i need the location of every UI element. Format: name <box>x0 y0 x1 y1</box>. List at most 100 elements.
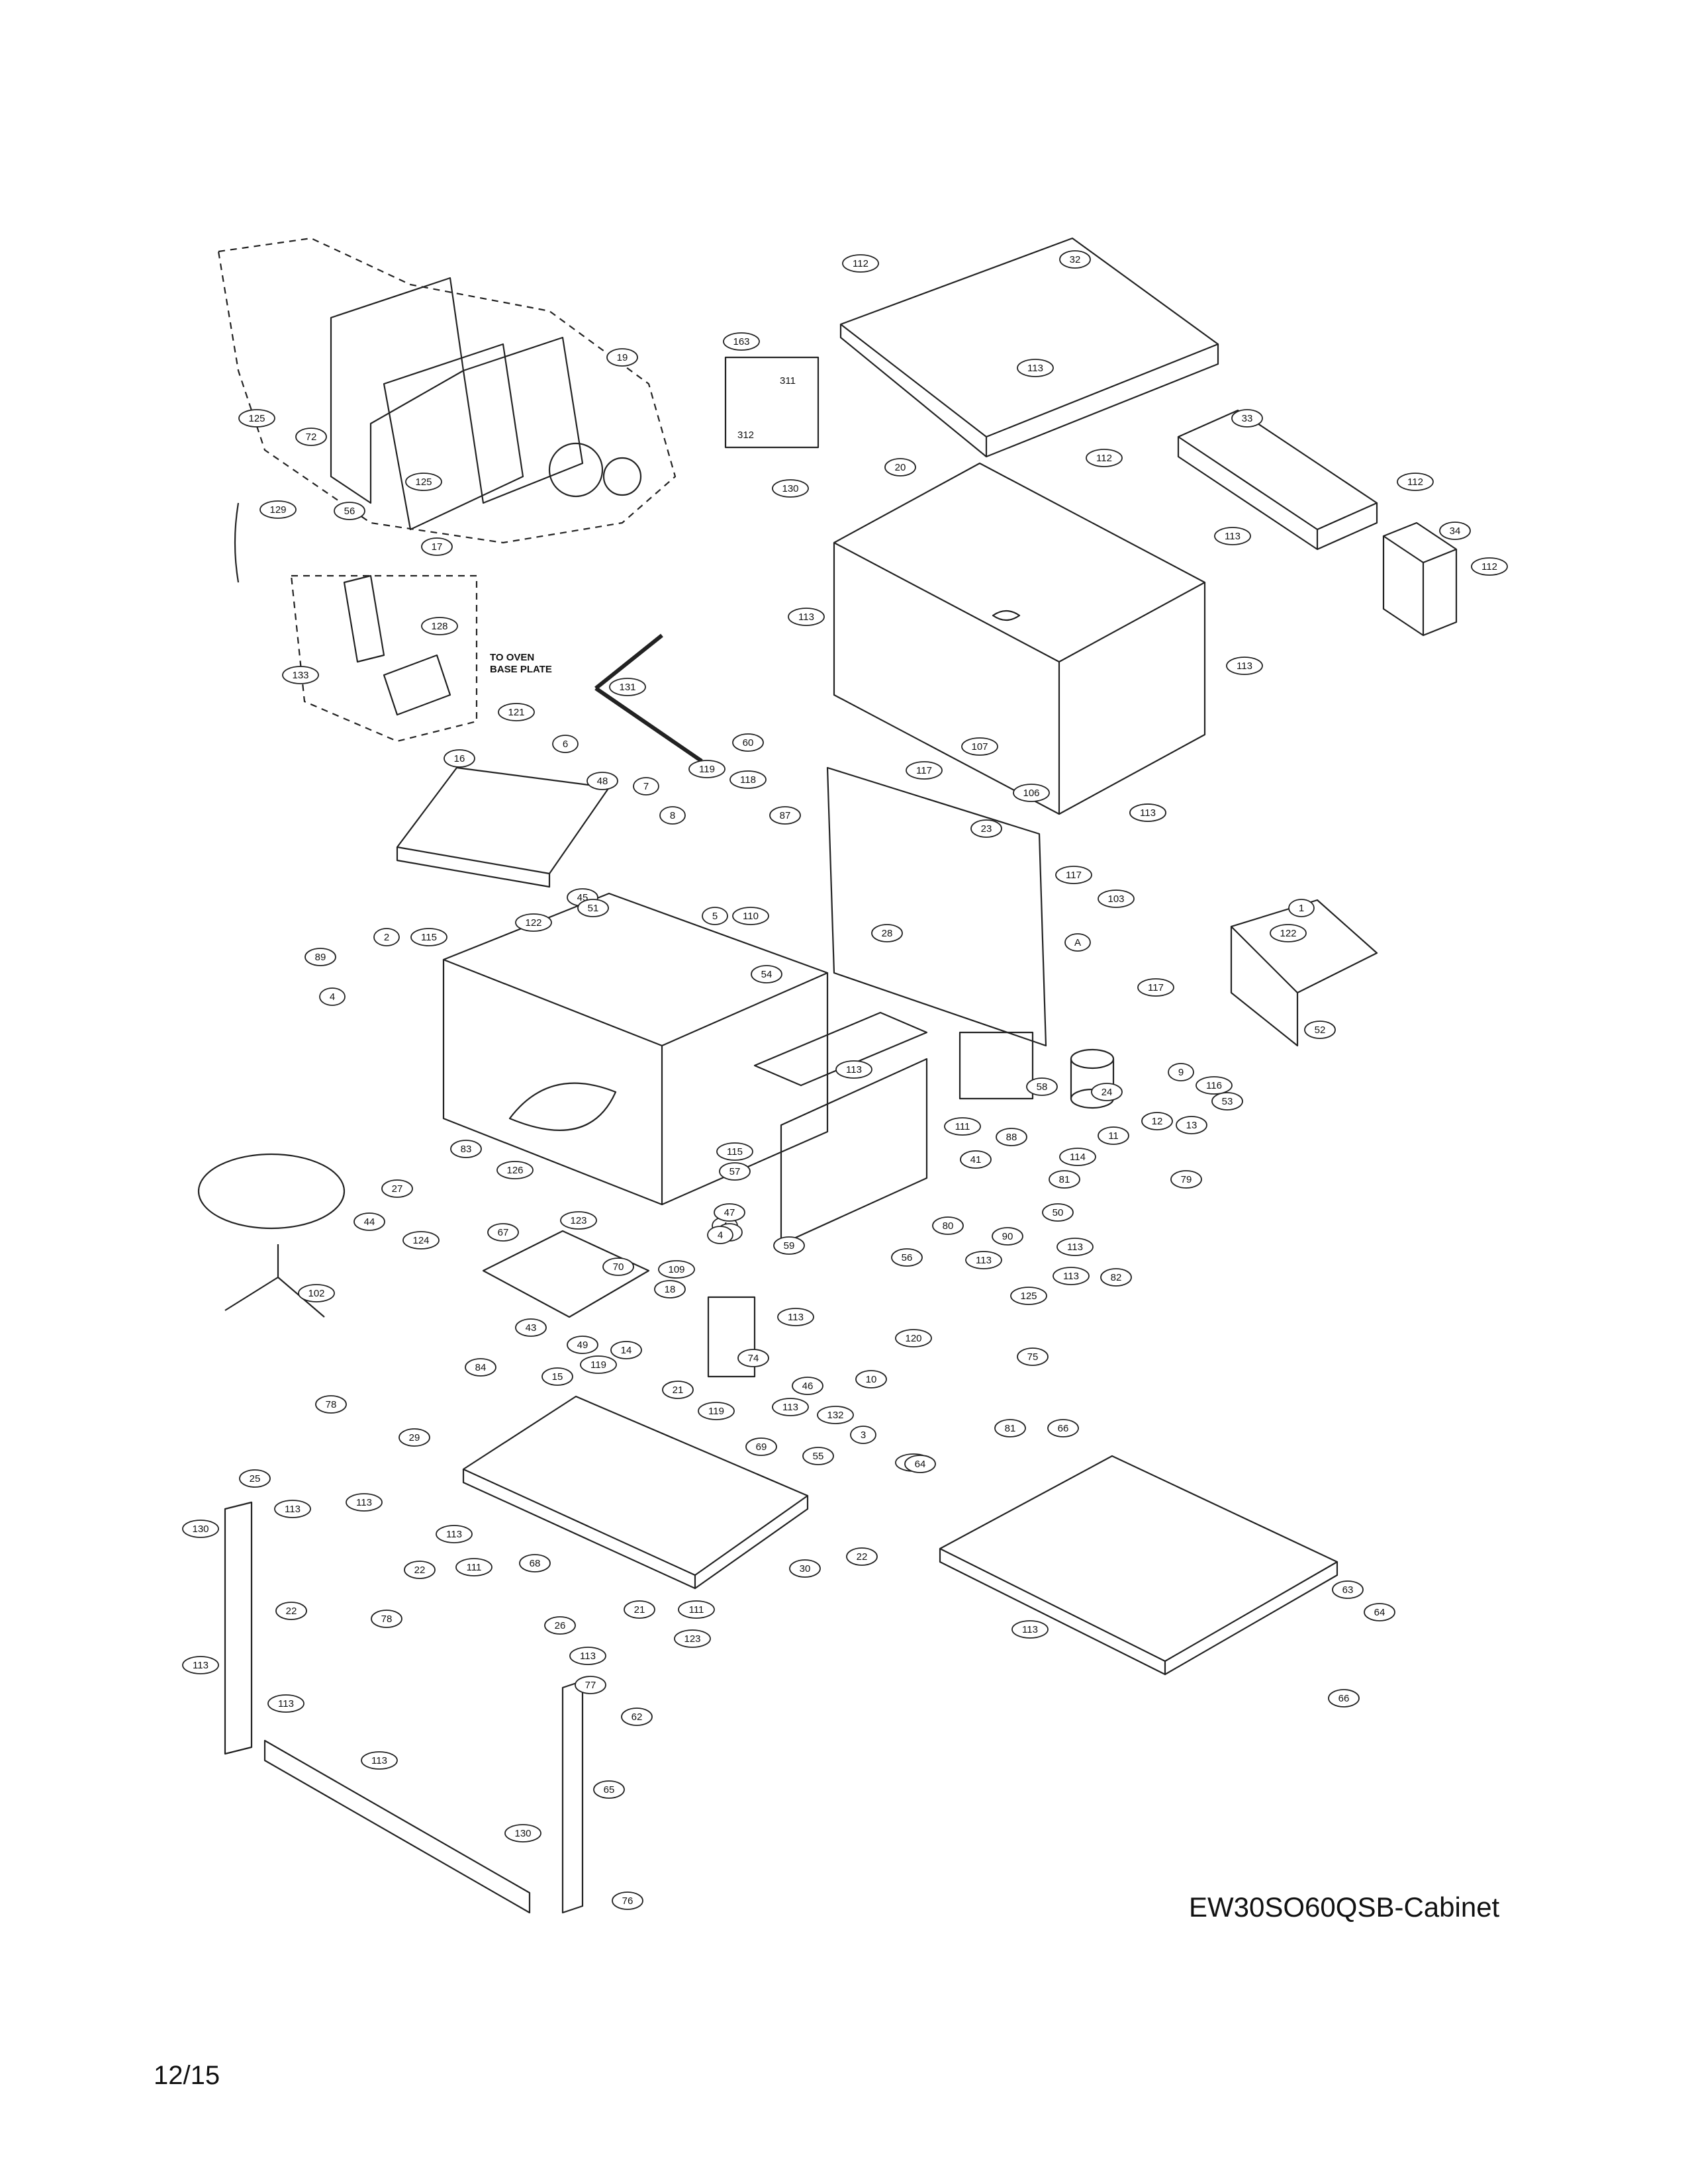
callout-label: 30 <box>800 1563 811 1574</box>
callout-117: 117 <box>906 761 943 780</box>
callout-label: 4 <box>330 991 335 1003</box>
callout-30: 30 <box>789 1559 821 1578</box>
callout-label: 29 <box>409 1432 420 1443</box>
callout-bubble <box>515 913 552 932</box>
callout-21: 21 <box>624 1600 655 1619</box>
callout-89: 89 <box>305 948 336 966</box>
callout-label: 113 <box>446 1529 462 1540</box>
callout-bubble <box>575 1676 606 1694</box>
callout-bubble <box>182 1656 219 1674</box>
callout-label: 112 <box>1096 453 1112 464</box>
callout-113: 113 <box>835 1060 872 1079</box>
callout-label: 113 <box>1063 1271 1079 1282</box>
callout-label: 113 <box>1237 660 1252 672</box>
callout-19: 19 <box>606 348 638 367</box>
callout-bubble <box>560 1211 597 1230</box>
callout-label: 7 <box>643 781 649 792</box>
callout-125: 125 <box>1010 1287 1047 1305</box>
callout-bubble <box>1059 250 1091 269</box>
callout-bubble <box>1010 1287 1047 1305</box>
callout-label: 56 <box>902 1252 913 1263</box>
callout-bubble <box>1364 1603 1395 1621</box>
callout-A: A <box>1064 933 1091 952</box>
callout-112: 112 <box>842 254 879 273</box>
callout-bubble <box>1211 1092 1243 1111</box>
callout-bubble <box>455 1558 492 1576</box>
callout-43: 43 <box>515 1318 547 1337</box>
callout-113: 113 <box>1011 1620 1049 1639</box>
callout-bubble <box>802 1447 834 1465</box>
callout-4: 4 <box>319 987 346 1006</box>
callout-bubble <box>541 1367 573 1386</box>
callout-label: 118 <box>740 774 756 786</box>
callout-label: 115 <box>421 932 437 943</box>
callout-133: 133 <box>282 666 319 684</box>
callout-bubble <box>346 1493 383 1512</box>
callout-bubble <box>994 1419 1026 1437</box>
callout-bubble <box>334 502 365 520</box>
callout-75: 75 <box>1017 1347 1049 1366</box>
callout-label: 122 <box>1280 928 1296 939</box>
callout-63: 63 <box>1332 1580 1364 1599</box>
callout-64: 64 <box>1364 1603 1395 1621</box>
callout-115: 115 <box>716 1142 753 1161</box>
callout-label: 117 <box>916 765 932 776</box>
callout-bubble <box>633 777 659 796</box>
callout-bubble <box>965 1251 1002 1269</box>
callout-3: 3 <box>850 1426 876 1444</box>
callout-bubble <box>1013 784 1050 802</box>
callout-label: 84 <box>475 1362 487 1373</box>
callout-55: 55 <box>802 1447 834 1465</box>
callout-113: 113 <box>1053 1267 1090 1285</box>
callout-label: 123 <box>570 1215 586 1226</box>
callout-label: 90 <box>1002 1231 1013 1242</box>
callout-121: 121 <box>498 703 535 721</box>
callout-bubble <box>373 928 400 946</box>
callout-bubble <box>1439 522 1471 540</box>
callout-120: 120 <box>895 1329 932 1347</box>
callout-113: 113 <box>1214 527 1251 545</box>
callout-label: 17 <box>432 541 443 553</box>
callout-label: 113 <box>846 1064 862 1075</box>
callout-130: 130 <box>504 1824 541 1843</box>
callout-bubble <box>992 1227 1023 1246</box>
callout-bubble <box>498 703 535 721</box>
callout-32: 32 <box>1059 250 1091 269</box>
callout-bubble <box>274 1500 311 1518</box>
callout-123: 123 <box>674 1629 711 1648</box>
page-number: 12/15 <box>154 2061 220 2090</box>
callout-label: 113 <box>1027 363 1043 374</box>
callout-label: 124 <box>412 1235 429 1246</box>
callout-bubble <box>674 1629 711 1648</box>
callout-46: 46 <box>792 1377 823 1395</box>
callout-64: 64 <box>904 1455 936 1473</box>
callout-label: 125 <box>248 413 265 424</box>
callout-label: 115 <box>727 1146 743 1158</box>
callout-113: 113 <box>772 1398 809 1416</box>
callout-label: 76 <box>622 1895 633 1907</box>
callout-54: 54 <box>751 965 782 983</box>
callout-bubble <box>788 608 825 626</box>
callout-bubble <box>580 1355 617 1374</box>
callout-bubble <box>1168 1063 1194 1081</box>
callout-bubble <box>436 1525 473 1543</box>
callout-bubble <box>659 806 686 825</box>
callout-label: 14 <box>621 1345 632 1356</box>
callout-label: 66 <box>1058 1423 1069 1434</box>
callout-bubble <box>610 1341 642 1359</box>
callout-label: 83 <box>461 1144 472 1155</box>
callout-78: 78 <box>315 1395 347 1414</box>
callout-bubble <box>410 928 447 946</box>
callout-label: 5 <box>712 911 718 922</box>
callout-label: 79 <box>1181 1174 1192 1185</box>
callout-label: 114 <box>1070 1152 1086 1163</box>
callout-label: 113 <box>788 1312 804 1323</box>
callout-bubble <box>723 332 760 351</box>
callout-bubble <box>421 617 458 635</box>
callout-label: 34 <box>1450 525 1461 537</box>
callout-74: 74 <box>737 1349 769 1367</box>
callout-label: 113 <box>193 1660 209 1671</box>
callout-label: 13 <box>1186 1120 1197 1131</box>
callout-label: 126 <box>506 1165 523 1176</box>
